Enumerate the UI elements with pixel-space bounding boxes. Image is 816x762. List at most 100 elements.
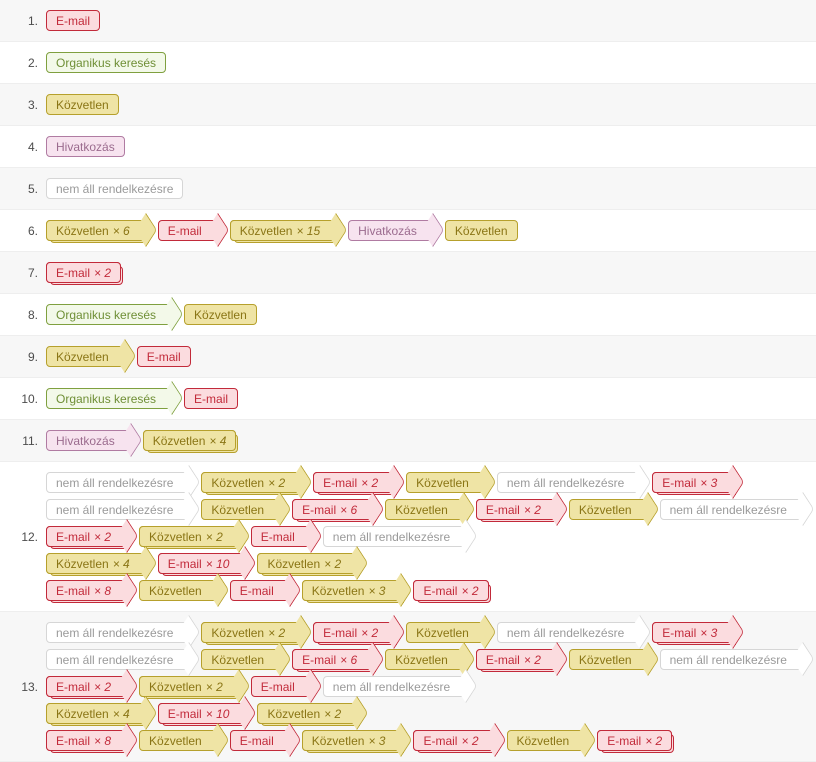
channel-chip-email[interactable]: E-mail xyxy=(229,580,291,601)
channel-chip-direct[interactable]: Közvetlen× 2 xyxy=(139,526,242,549)
channel-chip-direct[interactable]: Közvetlen xyxy=(506,730,587,751)
channel-chip-email[interactable]: E-mail× 3 xyxy=(652,622,737,645)
channel-chip-email[interactable]: E-mail xyxy=(46,10,101,31)
channel-chip-email[interactable]: E-mail× 2 xyxy=(475,649,560,672)
channel-chip-organic[interactable]: Organikus keresés xyxy=(46,304,174,325)
channel-chip-multiplier: × 4 xyxy=(112,556,130,571)
channel-chip-label: Közvetlen xyxy=(211,502,265,517)
channel-chip-email[interactable]: E-mail× 6 xyxy=(292,649,377,672)
channel-chip-none[interactable]: nem áll rendelkezésre xyxy=(46,622,191,643)
channel-chip-direct[interactable]: Közvetlen xyxy=(139,580,219,601)
channel-chip-email[interactable]: E-mail× 10 xyxy=(157,553,249,576)
channel-chip-none[interactable]: nem áll rendelkezésre xyxy=(496,622,642,643)
channel-chip-email[interactable]: E-mail× 2 xyxy=(475,499,560,522)
path-sequence-line: Közvetlen E-mail xyxy=(46,343,812,370)
channel-chip-email[interactable]: E-mail xyxy=(250,526,312,547)
channel-chip-email[interactable]: E-mail xyxy=(136,346,191,367)
channel-chip-email[interactable]: E-mail× 3 xyxy=(652,472,737,495)
path-row: 10. Organikus keresés E-mail xyxy=(0,377,816,420)
channel-chip-label: E-mail xyxy=(485,502,520,517)
channel-chip-direct[interactable]: Közvetlen× 4 xyxy=(46,703,149,726)
channel-chip-direct[interactable]: Közvetlen× 4 xyxy=(46,553,149,576)
channel-chip-direct[interactable]: Közvetlen xyxy=(184,304,257,325)
channel-chip-email[interactable]: E-mail× 10 xyxy=(157,703,249,726)
channel-chip-organic[interactable]: Organikus keresés xyxy=(46,52,167,73)
channel-chip-none[interactable]: nem áll rendelkezésre xyxy=(46,649,191,670)
channel-chip-none[interactable]: nem áll rendelkezésre xyxy=(659,499,804,520)
channel-chip-email[interactable]: E-mail xyxy=(250,676,312,697)
channel-chip-email[interactable]: E-mail× 2 xyxy=(597,730,675,753)
channel-chip-organic[interactable]: Organikus keresés xyxy=(46,388,174,409)
channel-chip-direct[interactable]: Közvetlen xyxy=(46,346,126,367)
path-sequence-lines: nem áll rendelkezésre xyxy=(46,175,812,202)
channel-chip-none[interactable]: nem áll rendelkezésre xyxy=(496,472,642,493)
channel-chip-email[interactable]: E-mail xyxy=(157,220,219,241)
path-sequence-line: nem áll rendelkezésre Közvetlen E-mail× 6 K… xyxy=(46,496,812,523)
path-row-index: 10. xyxy=(21,391,38,406)
path-row: 3. Közvetlen xyxy=(0,83,816,126)
channel-chip-direct[interactable]: Közvetlen× 6 xyxy=(46,220,149,243)
path-sequence: Organikus keresés xyxy=(46,42,816,84)
channel-chip-direct[interactable]: Közvetlen× 15 xyxy=(229,220,340,243)
channel-chip-none[interactable]: nem áll rendelkezésre xyxy=(46,178,184,199)
channel-chip-label: Közvetlen xyxy=(149,583,202,598)
channel-chip-direct[interactable]: Közvetlen× 2 xyxy=(201,472,304,495)
channel-chip-direct[interactable]: Közvetlen xyxy=(201,499,282,520)
channel-chip-direct[interactable]: Közvetlen xyxy=(385,499,465,520)
channel-chip-direct[interactable]: Közvetlen xyxy=(444,220,518,241)
path-row-index: 3. xyxy=(27,97,38,112)
channel-chip-direct[interactable]: Közvetlen× 2 xyxy=(257,703,360,726)
channel-chip-label: Organikus keresés xyxy=(56,307,157,322)
channel-chip-email[interactable]: E-mail× 2 xyxy=(413,730,498,753)
channel-chip-direct[interactable]: Közvetlen× 3 xyxy=(301,730,405,753)
channel-chip-label: Közvetlen xyxy=(149,679,202,694)
path-sequence-line: Organikus keresés E-mail xyxy=(46,385,812,412)
channel-chip-none[interactable]: nem áll rendelkezésre xyxy=(659,649,804,670)
channel-chip-multiplier: × 2 xyxy=(461,583,479,598)
channel-chip-email[interactable]: E-mail xyxy=(229,730,291,751)
channel-chip-direct[interactable]: Közvetlen xyxy=(46,94,119,115)
path-sequence: Hivatkozás xyxy=(46,126,816,168)
channel-chip-email[interactable]: E-mail× 2 xyxy=(46,526,131,549)
channel-chip-direct[interactable]: Közvetlen xyxy=(568,499,649,520)
channel-chip-email[interactable]: E-mail× 2 xyxy=(46,676,131,699)
channel-chip-referral[interactable]: Hivatkozás xyxy=(46,430,132,451)
path-sequence-lines: Közvetlen× 6 E-mail Közvetlen× 15 Hivatkozá… xyxy=(46,217,812,244)
channel-chip-direct[interactable]: Közvetlen xyxy=(139,730,219,751)
channel-chip-direct[interactable]: Közvetlen xyxy=(406,622,486,643)
channel-chip-none[interactable]: nem áll rendelkezésre xyxy=(46,499,191,520)
path-sequence-line: nem áll rendelkezésre Közvetlen× 2 E-mail×… xyxy=(46,619,812,646)
channel-chip-label: E-mail xyxy=(323,475,358,490)
channel-chip-referral[interactable]: Hivatkozás xyxy=(46,136,125,157)
channel-chip-email[interactable]: E-mail× 8 xyxy=(46,580,131,603)
channel-chip-email[interactable]: E-mail× 8 xyxy=(46,730,131,753)
channel-chip-email[interactable]: E-mail× 2 xyxy=(46,262,124,285)
channel-chip-label: E-mail xyxy=(239,583,274,598)
path-sequence-lines: E-mail× 2 xyxy=(46,259,812,286)
channel-chip-label: Hivatkozás xyxy=(56,139,115,154)
path-sequence: Organikus keresés Közvetlen xyxy=(46,294,816,336)
channel-chip-email[interactable]: E-mail× 2 xyxy=(313,472,398,495)
channel-chip-direct[interactable]: Közvetlen× 3 xyxy=(301,580,405,603)
channel-chip-none[interactable]: nem áll rendelkezésre xyxy=(322,676,468,697)
channel-chip-multiplier: × 3 xyxy=(700,475,718,490)
channel-chip-direct[interactable]: Közvetlen xyxy=(201,649,282,670)
channel-chip-label: E-mail xyxy=(56,679,91,694)
channel-chip-email[interactable]: E-mail× 2 xyxy=(413,580,491,603)
channel-chip-email[interactable]: E-mail× 2 xyxy=(313,622,398,645)
channel-chip-direct[interactable]: Közvetlen× 2 xyxy=(257,553,360,576)
channel-chip-none[interactable]: nem áll rendelkezésre xyxy=(322,526,468,547)
path-sequence-line: Organikus keresés xyxy=(46,49,812,76)
channel-chip-referral[interactable]: Hivatkozás xyxy=(348,220,434,241)
channel-chip-direct[interactable]: Közvetlen× 2 xyxy=(139,676,242,699)
channel-chip-direct[interactable]: Közvetlen xyxy=(568,649,649,670)
channel-chip-direct[interactable]: Közvetlen xyxy=(385,649,465,670)
channel-chip-none[interactable]: nem áll rendelkezésre xyxy=(46,472,191,493)
channel-chip-email[interactable]: E-mail× 6 xyxy=(292,499,377,522)
channel-chip-email[interactable]: E-mail xyxy=(184,388,239,409)
channel-chip-direct[interactable]: Közvetlen× 2 xyxy=(201,622,304,645)
channel-chip-multiplier: × 2 xyxy=(461,733,479,748)
channel-chip-multiplier: × 2 xyxy=(205,679,223,694)
channel-chip-direct[interactable]: Közvetlen xyxy=(406,472,486,493)
channel-chip-direct[interactable]: Közvetlen× 4 xyxy=(142,430,239,453)
